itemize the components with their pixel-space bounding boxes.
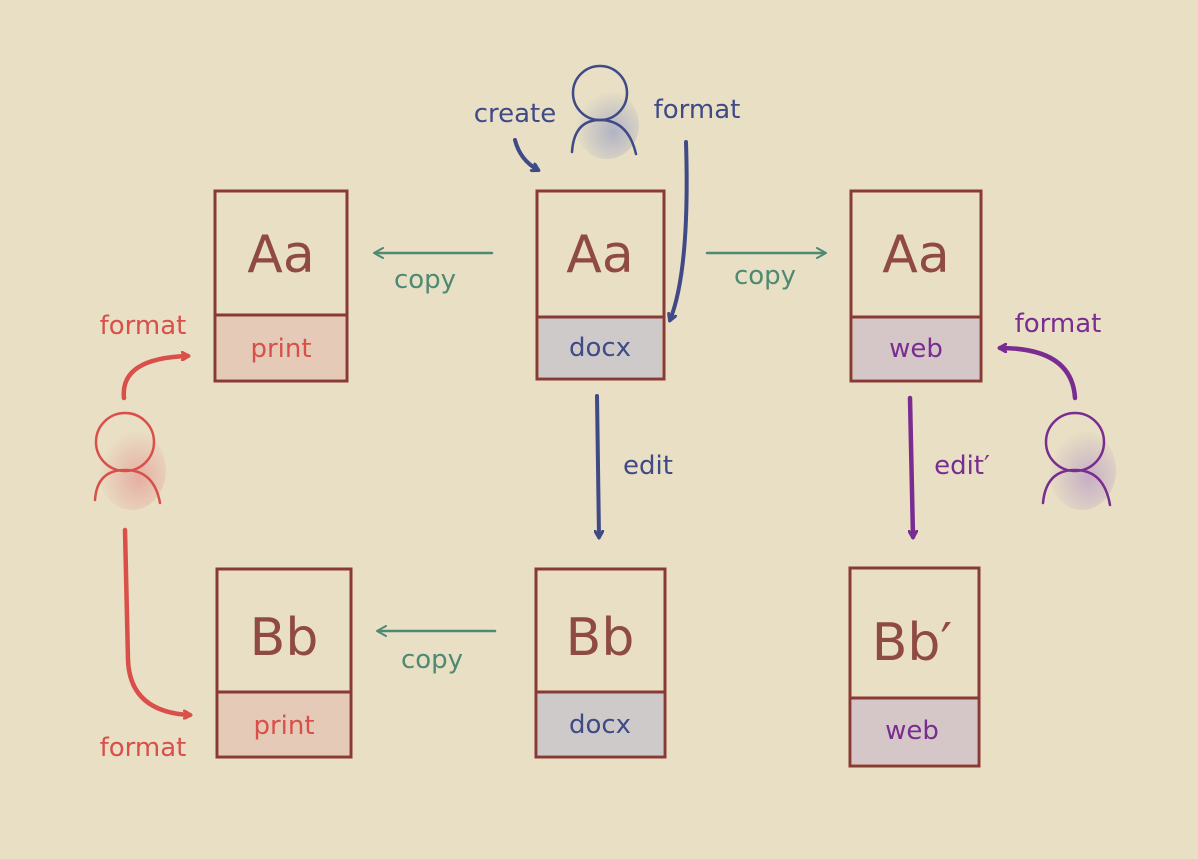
doc-tag: web: [885, 716, 939, 746]
doc-text: Bb′: [872, 613, 953, 673]
format-label-top: format: [654, 95, 741, 125]
person-icon-blue: [570, 64, 639, 159]
doc-text: Bb: [250, 608, 319, 668]
document-web-b: Bb′ web: [848, 566, 981, 768]
person-icon-red: [93, 411, 166, 510]
create-arrow: [513, 138, 538, 170]
format-arrow-right: [1000, 348, 1078, 401]
doc-text: Aa: [247, 225, 314, 285]
doc-tag: docx: [569, 710, 631, 740]
doc-text: Aa: [566, 225, 633, 285]
edit-label: edit: [623, 451, 673, 481]
edit-arrow: [597, 394, 599, 537]
document-print-a: Aa print: [213, 189, 349, 383]
doc-text: Aa: [882, 225, 949, 285]
copy-label-top-right: copy: [734, 261, 796, 291]
format-arrow-left-bottom: [122, 527, 190, 715]
format-arrow-top: [670, 140, 689, 320]
person-icon-purple: [1041, 411, 1116, 510]
copy-label-top-left: copy: [394, 265, 456, 295]
edit-prime-label: edit′: [934, 451, 990, 481]
doc-text: Bb: [566, 608, 635, 668]
doc-tag: web: [889, 334, 943, 364]
document-web-a: Aa web: [849, 189, 983, 383]
create-label: create: [474, 99, 557, 129]
document-docx-b: Bb docx: [534, 567, 667, 759]
doc-tag: print: [253, 711, 314, 741]
document-docx-a: Aa docx: [535, 189, 666, 381]
document-print-b: Bb print: [215, 567, 353, 759]
format-label-right: format: [1015, 309, 1102, 339]
doc-tag: print: [250, 334, 311, 364]
format-label-left-bottom: format: [100, 733, 187, 763]
doc-tag: docx: [569, 333, 631, 363]
edit-prime-arrow: [907, 395, 913, 537]
copy-label-bottom: copy: [401, 645, 463, 675]
format-arrow-left-top: [121, 356, 188, 401]
format-label-left-top: format: [100, 311, 187, 341]
